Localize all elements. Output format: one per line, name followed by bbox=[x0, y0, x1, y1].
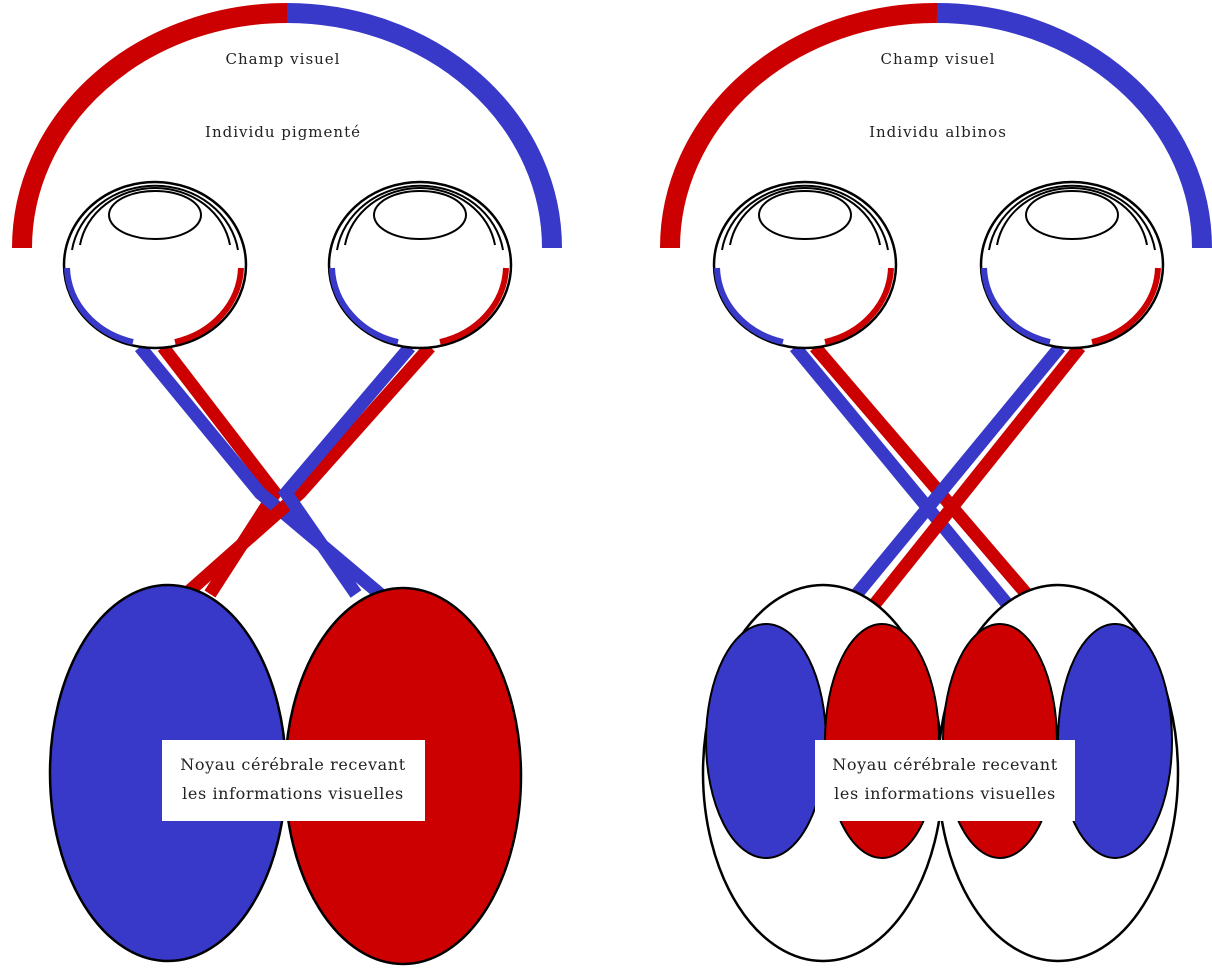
right-eye-pigmented bbox=[329, 182, 511, 348]
right-eye-albino bbox=[981, 182, 1163, 348]
nucleus-label-line1: Noyau cérébrale recevant bbox=[832, 755, 1058, 774]
left-eye-pigmented bbox=[64, 182, 246, 348]
nucleus-label-box: Noyau cérébrale recevant les information… bbox=[162, 740, 425, 821]
nucleus-label-line1: Noyau cérébrale recevant bbox=[180, 755, 406, 774]
lens bbox=[759, 191, 851, 239]
panel-albino: Champ visuel Individu albinos bbox=[670, 13, 1202, 961]
visual-field-label: Champ visuel bbox=[226, 50, 341, 68]
subject-label: Individu pigmenté bbox=[205, 123, 361, 141]
nucleus-label-box: Noyau cérébrale recevant les information… bbox=[815, 740, 1075, 821]
optic-nerves-pigmented bbox=[140, 347, 430, 594]
panel-pigmented: Champ visuel Individu pigmenté bbox=[22, 13, 552, 964]
subject-label: Individu albinos bbox=[869, 123, 1007, 141]
nerve-left-eye-temporal bbox=[815, 347, 1030, 598]
left-eye-albino bbox=[714, 182, 896, 348]
nucleus-label-line2: les informations visuelles bbox=[182, 784, 404, 803]
lens bbox=[374, 191, 466, 239]
visual-field-label: Champ visuel bbox=[881, 50, 996, 68]
nucleus-inner-blue bbox=[706, 624, 826, 858]
optic-nerves-albino bbox=[795, 347, 1080, 610]
nerve-right-eye-temporal bbox=[852, 347, 1060, 600]
lens bbox=[1026, 191, 1118, 239]
nucleus-inner-blue bbox=[1058, 624, 1172, 858]
nucleus-label-line2: les informations visuelles bbox=[834, 784, 1056, 803]
lens bbox=[109, 191, 201, 239]
